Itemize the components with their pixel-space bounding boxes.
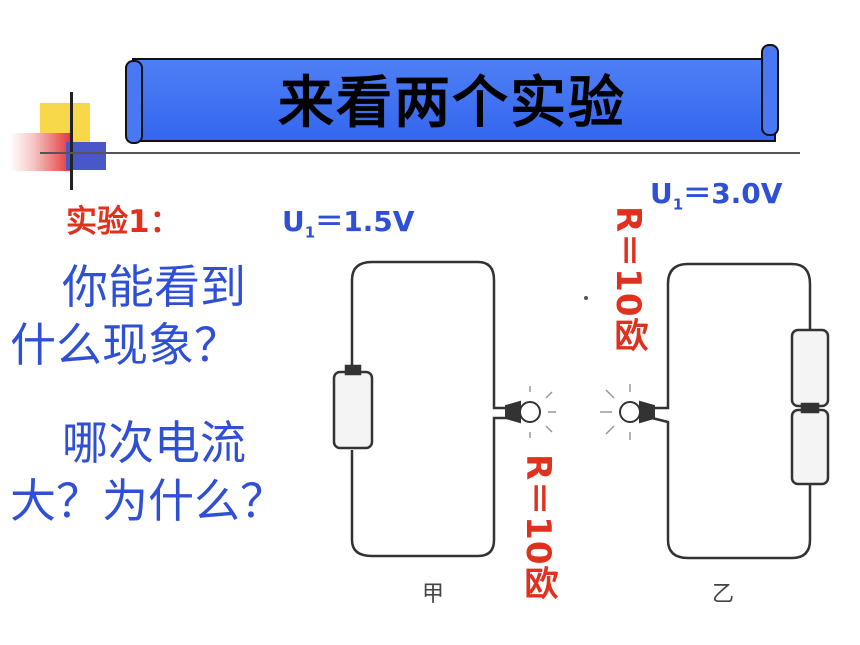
battery-right-top xyxy=(790,328,830,408)
question-1-line-2: 什么现象？ xyxy=(10,318,240,372)
scroll-right-curl xyxy=(761,44,779,136)
battery-left-terminal xyxy=(344,364,362,376)
bulb-right-socket xyxy=(639,400,655,424)
question-2-line-1: 哪次电流 xyxy=(62,416,246,470)
experiment-label: 实验1： xyxy=(66,204,181,240)
voltage-right-subscript: 1 xyxy=(672,195,684,214)
question-2-line-2: 大？为什么？ xyxy=(10,474,286,528)
scroll-left-curl xyxy=(125,60,143,144)
circuit-right-wire-bottom xyxy=(651,416,812,560)
resistance-left: R＝10欧 xyxy=(518,454,558,601)
battery-right-connector xyxy=(800,402,820,414)
question-2: 哪次电流 大？为什么？ xyxy=(10,414,310,530)
battery-left xyxy=(332,370,374,450)
voltage-right-value: ＝3.0V xyxy=(683,177,783,210)
decor-horizontal-line xyxy=(40,152,800,154)
voltage-left-subscript: 1 xyxy=(304,223,316,242)
circuit-right-wire-top xyxy=(652,262,812,410)
page-title: 来看两个实验 xyxy=(278,70,626,136)
bulb-right-glass xyxy=(619,401,641,423)
voltage-left: U1＝1.5V xyxy=(282,200,414,242)
voltage-right-symbol: U xyxy=(650,177,673,210)
bulb-left-glass xyxy=(519,401,541,423)
circuit-left xyxy=(332,260,508,558)
bulb-left-rays xyxy=(529,386,556,438)
circuit-left-wire-bottom xyxy=(350,416,508,558)
voltage-right: U1＝3.0V xyxy=(650,172,782,214)
bulb-right-rays xyxy=(600,384,631,440)
caption-right: 乙 xyxy=(712,582,735,607)
bulb-left xyxy=(505,386,556,438)
circuit-right xyxy=(651,262,830,560)
decor-vertical-line xyxy=(70,92,73,190)
voltage-left-value: ＝1.5V xyxy=(315,205,415,238)
voltage-left-symbol: U xyxy=(282,205,305,238)
battery-right-bottom xyxy=(790,408,830,486)
caption-left: 甲 xyxy=(422,582,445,607)
bulb-right xyxy=(600,384,655,440)
question-1: 你能看到 什么现象？ xyxy=(10,258,310,374)
resistance-right: R＝10欧 xyxy=(608,206,648,353)
bulb-left-socket xyxy=(505,400,521,424)
circuit-left-wire-top xyxy=(350,260,508,410)
question-1-line-1: 你能看到 xyxy=(62,260,246,314)
stray-dot xyxy=(584,296,588,300)
